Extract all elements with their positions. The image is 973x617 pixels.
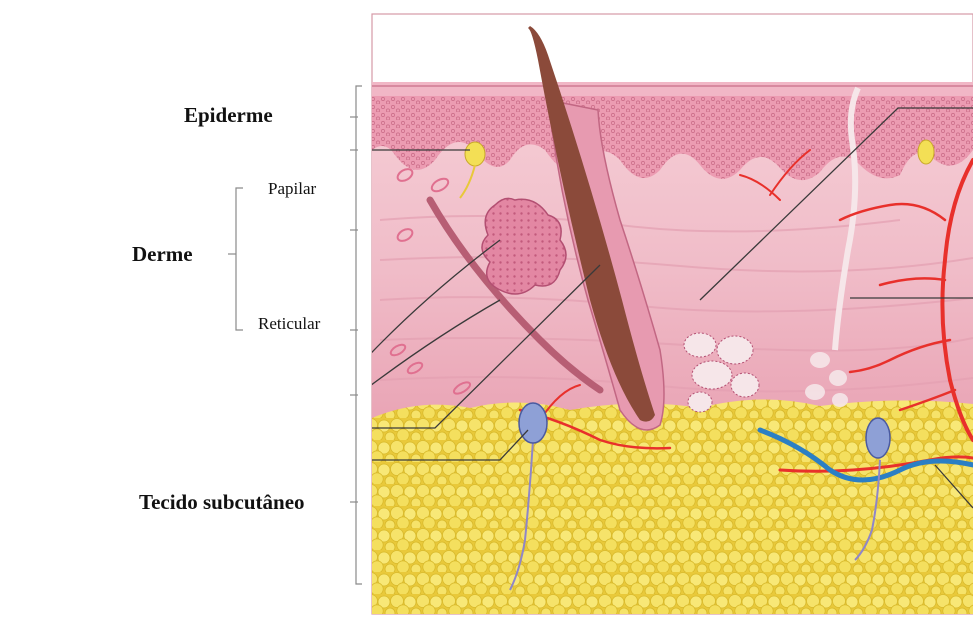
stratum-corneum <box>372 82 973 96</box>
label-papilar: Papilar <box>268 179 316 199</box>
label-derme: Derme <box>132 242 193 267</box>
label-epiderme: Epiderme <box>184 103 273 128</box>
pacinian-corpuscle <box>866 418 890 458</box>
pacinian-corpuscle <box>519 403 547 443</box>
label-tecido-subcutaneo: Tecido subcutâneo <box>139 490 305 515</box>
label-reticular: Reticular <box>258 314 320 334</box>
